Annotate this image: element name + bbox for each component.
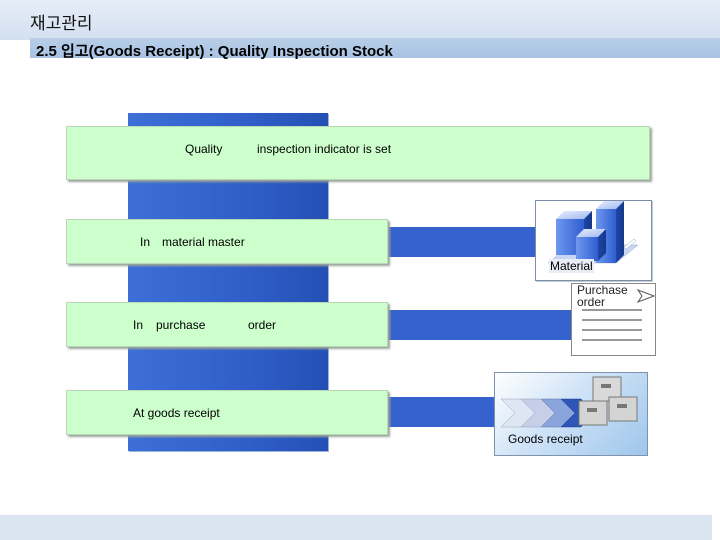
- bar2-label-a: In: [140, 235, 151, 249]
- bar-purchase-order: [66, 302, 388, 347]
- material-cubes-icon: [547, 201, 639, 264]
- bar-quality-indicator: [66, 126, 650, 180]
- bar1-label-a: Quality: [185, 142, 223, 156]
- bar3-label-a: In: [133, 318, 144, 332]
- purchase-order-document-icon: [582, 288, 656, 341]
- page-subtitle: 2.5 입고(Goods Receipt) : Quality Inspecti…: [36, 43, 393, 60]
- bar3-label-b: purchase: [156, 318, 206, 332]
- bar-material-master: [66, 219, 388, 264]
- header-band: [0, 0, 720, 40]
- subtitle-band: [30, 38, 720, 58]
- purchase-order-label-line1: Purchase: [577, 283, 628, 297]
- bar-goods-receipt: [66, 390, 388, 435]
- bar3-label-c: order: [248, 318, 277, 332]
- connector-goods-receipt: [388, 397, 494, 427]
- goods-receipt-icon: [500, 376, 638, 428]
- material-label: Material: [549, 259, 594, 273]
- purchase-order-label-line2: order: [577, 295, 606, 309]
- connector-purchase-order: [388, 310, 571, 340]
- purchase-order-object: [571, 283, 656, 356]
- bar1-label-b: inspection indicator is set: [257, 142, 392, 156]
- page-title: 재고관리: [30, 14, 93, 33]
- footer-band: [0, 515, 712, 540]
- purchase-order-label: Purchase order: [577, 284, 628, 308]
- bar2-label-b: material master: [162, 235, 245, 249]
- connector-material: [388, 227, 536, 257]
- goods-receipt-object: [494, 372, 648, 456]
- goods-receipt-label: Goods receipt: [508, 432, 583, 446]
- bar4-label-a: At goods receipt: [133, 406, 220, 420]
